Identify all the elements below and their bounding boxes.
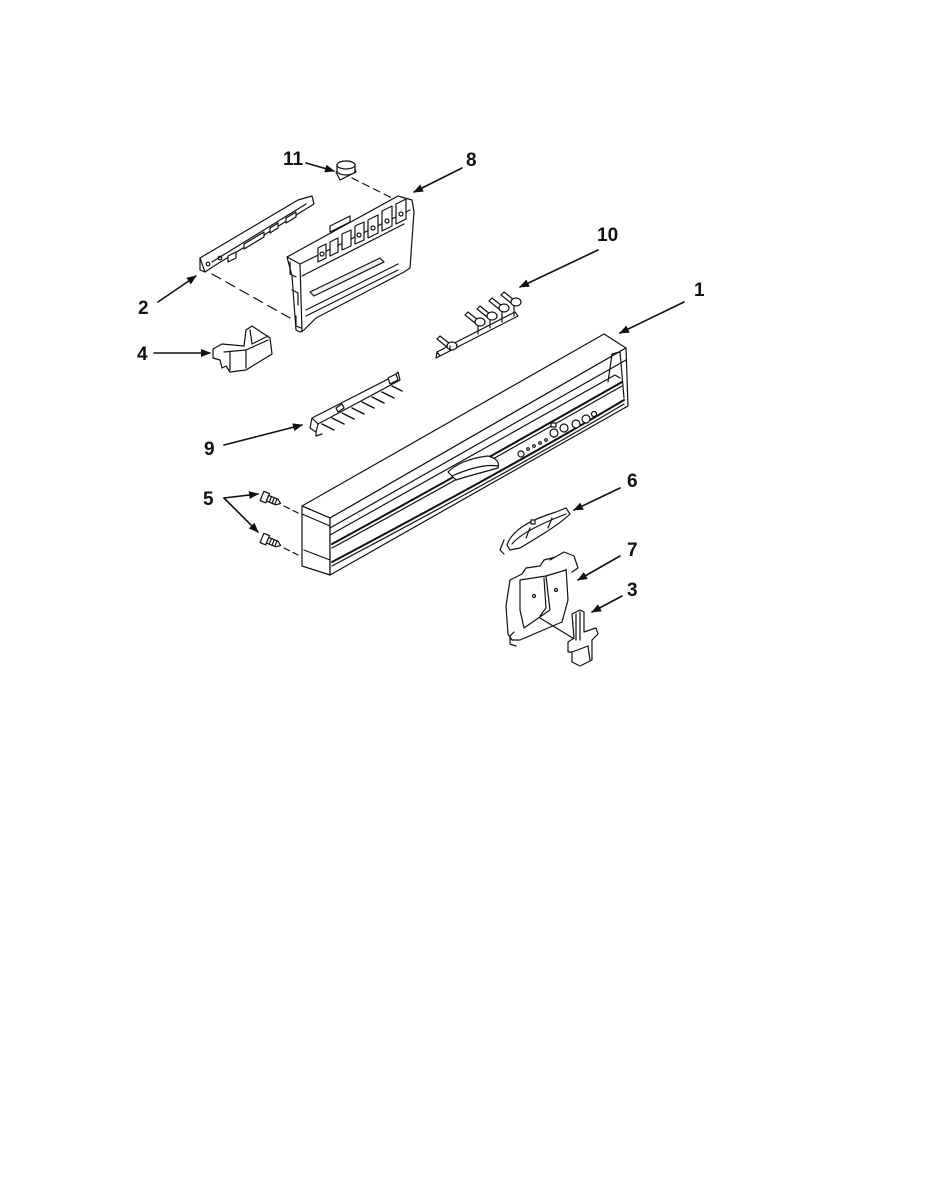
arrow-1 [619,301,685,334]
screw-guide-line-2 [283,547,299,556]
control-board-part [286,195,415,333]
screws-part [259,490,282,548]
callout-10: 10 [597,225,619,246]
bracket-guide-line [211,273,291,319]
callout-5: 5 [203,489,214,510]
arrow-2 [157,275,197,303]
arrow-7 [577,555,621,581]
arrow-5a [223,491,259,500]
thermal-fuse-part [335,160,357,181]
callout-9: 9 [204,439,215,460]
arrow-5b [223,497,259,533]
callout-8: 8 [466,150,477,171]
arrow-9 [223,423,303,446]
latch-strike-part [567,609,599,667]
screw-guide-line-1 [283,505,299,514]
ui-bracket-part [199,195,315,273]
callout-11: 11 [283,149,304,170]
arrow-8 [413,167,463,193]
arrow-11 [305,162,335,173]
callout-6: 6 [627,471,638,492]
switch-bracket-part [309,371,403,437]
led-harness-part [435,291,522,359]
callout-3: 3 [627,580,638,601]
callout-1: 1 [694,280,705,301]
handle-insert-part [499,507,571,555]
callout-4: 4 [137,344,148,365]
fuse-guide-line [351,177,397,201]
control-panel-part [301,333,629,576]
callout-2: 2 [138,298,149,319]
arrow-3 [591,595,623,613]
callout-7: 7 [627,540,638,561]
arrow-6 [573,487,621,511]
leader-arrows [153,162,685,613]
bracket-part [212,325,273,373]
door-latch-part [505,551,579,647]
arrow-10 [519,249,599,288]
